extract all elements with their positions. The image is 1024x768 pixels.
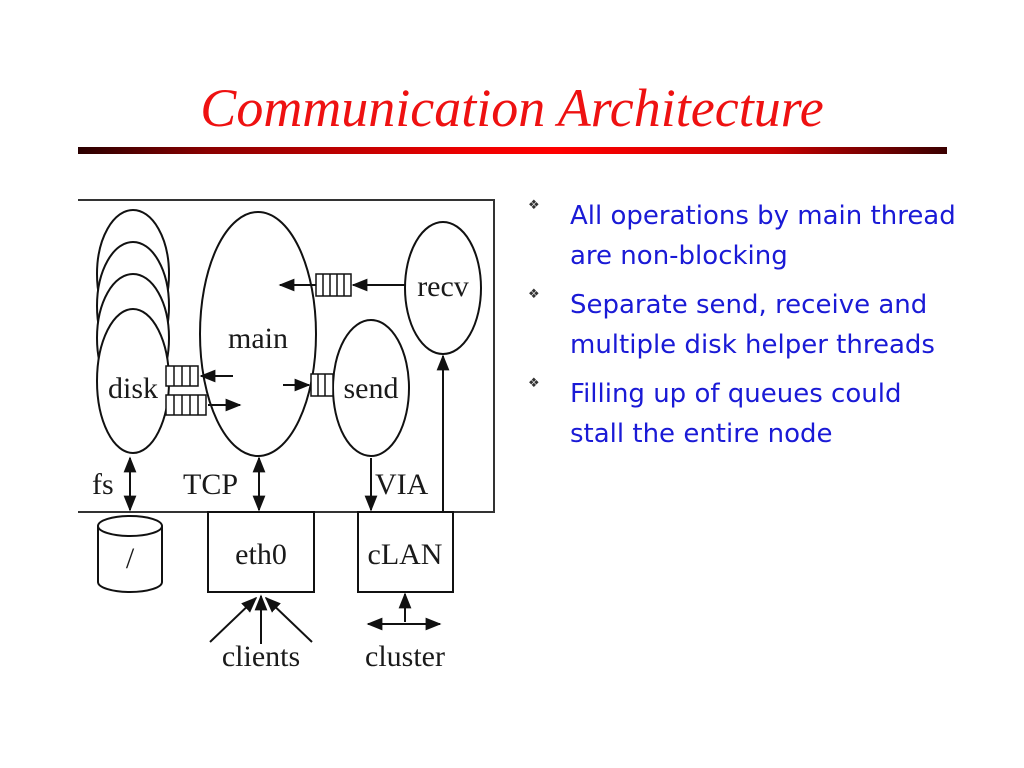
tcp-label: TCP — [183, 468, 238, 501]
eth0-box — [207, 511, 315, 593]
clan-label: cLAN — [368, 538, 443, 571]
recv-label: recv — [417, 270, 469, 303]
cluster-label: cluster — [365, 640, 445, 673]
diamond-bullet-icon: ❖ — [528, 376, 540, 391]
disk-cylinder — [97, 515, 163, 593]
disk-thread-stack — [96, 209, 170, 454]
send-label: send — [344, 372, 399, 405]
recv-thread-ellipse — [404, 221, 482, 355]
bullet-text: Filling up of queues could stall the ent… — [570, 379, 902, 449]
disk-label: disk — [108, 372, 158, 405]
clients-label: clients — [222, 640, 300, 673]
clan-box — [357, 511, 454, 593]
bullet-item: ❖ All operations by main thread are non-… — [528, 196, 958, 276]
root-fs-label: / — [126, 542, 135, 575]
diamond-bullet-icon: ❖ — [528, 198, 540, 213]
clients-arrows — [209, 594, 313, 644]
bullet-item: ❖ Filling up of queues could stall the e… — [528, 374, 958, 454]
diamond-bullet-icon: ❖ — [528, 287, 540, 302]
bullet-list: ❖ All operations by main thread are non-… — [528, 196, 958, 463]
eth0-label: eth0 — [235, 538, 287, 571]
title-underline — [78, 147, 947, 154]
via-label: VIA — [375, 468, 429, 501]
fs-label: fs — [92, 468, 114, 501]
send-queue — [310, 373, 334, 397]
recv-queue — [315, 273, 352, 297]
main-thread-ellipse — [199, 211, 317, 457]
bullet-text: All operations by main thread are non-bl… — [570, 201, 956, 271]
main-label: main — [228, 322, 288, 355]
slide-title: Communication Architecture — [200, 78, 824, 138]
disk-queues — [165, 365, 207, 416]
architecture-diagram: disk main recv send — [78, 196, 498, 676]
bullet-text: Separate send, receive and multiple disk… — [570, 290, 935, 360]
bullet-item: ❖ Separate send, receive and multiple di… — [528, 285, 958, 365]
